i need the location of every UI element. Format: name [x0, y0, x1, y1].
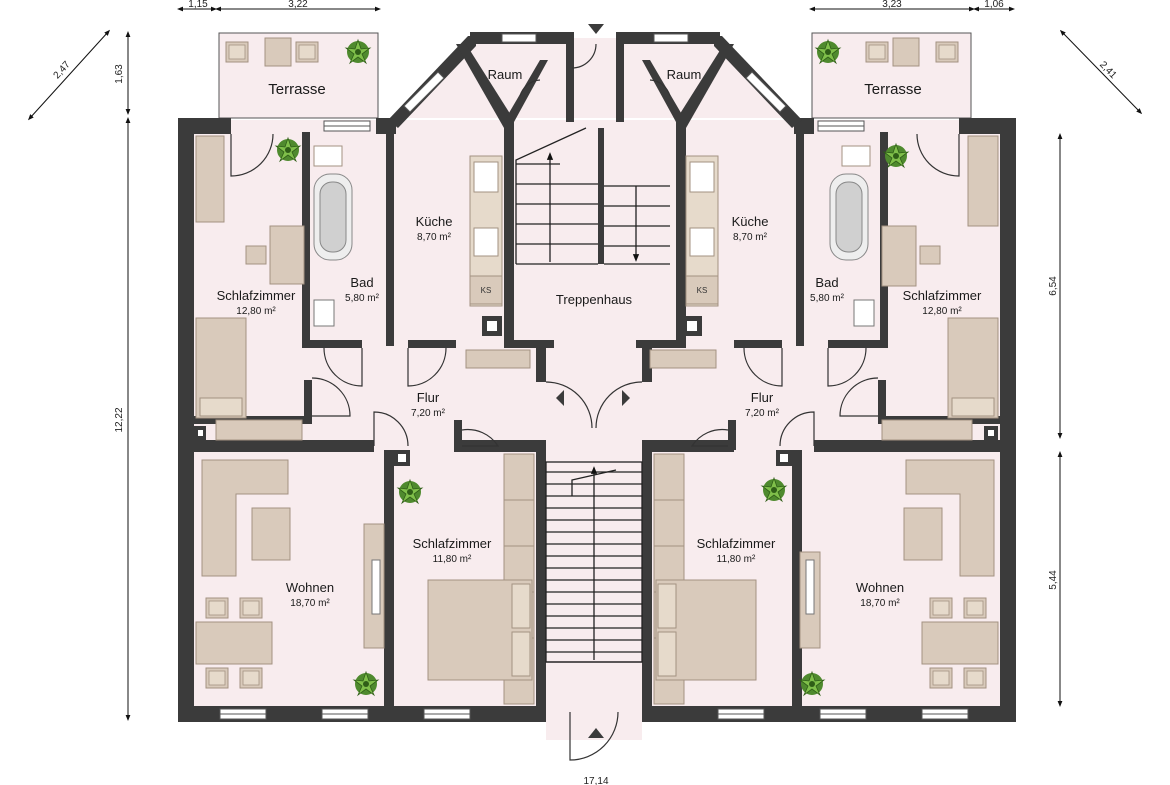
kueche-left-area: 8,70 m²	[417, 232, 452, 243]
dim-left-total-height: 12,22	[114, 407, 125, 432]
raum-right-label: Raum	[667, 67, 702, 82]
schlaf-top-left-area: 12,80 m²	[236, 306, 276, 317]
treppenhaus-label: Treppenhaus	[556, 292, 633, 307]
dim-left-terrace-height: 1,63	[114, 64, 125, 84]
bad-right-label: Bad	[815, 275, 838, 290]
kueche-right-label: Küche	[732, 214, 769, 229]
doors	[230, 43, 960, 761]
dim-top-right-b: 1,06	[984, 0, 1004, 10]
dim-right-upper-height: 6,54	[1048, 276, 1059, 296]
dim-top-left-b: 3,22	[288, 0, 308, 10]
fridge-left-label: KS	[481, 286, 492, 295]
wohnen-left-label: Wohnen	[286, 580, 334, 595]
kueche-left-label: Küche	[416, 214, 453, 229]
flur-right-label: Flur	[751, 390, 774, 405]
bad-left-label: Bad	[350, 275, 373, 290]
shafts	[194, 316, 998, 466]
terrasse-left-label: Terrasse	[268, 81, 326, 98]
flur-left-area: 7,20 m²	[411, 408, 446, 419]
schlaf-bot-left-label: Schlafzimmer	[413, 536, 492, 551]
wohnen-right-area: 18,70 m²	[860, 598, 900, 609]
dim-diag-right: 2,41	[1097, 59, 1119, 81]
kueche-right-area: 8,70 m²	[733, 232, 768, 243]
dim-bottom-total-width: 17,14	[583, 776, 608, 785]
bad-left-area: 5,80 m²	[345, 293, 380, 304]
dim-top-right-a: 3,23	[882, 0, 902, 10]
dim-top-left-a: 1,15	[188, 0, 208, 10]
labels: Terrasse Terrasse Raum Raum Küche 8,70 m…	[52, 0, 1119, 785]
fridge-right-label: KS	[697, 286, 708, 295]
windows	[219, 33, 969, 720]
dim-diag-left: 2,47	[52, 59, 73, 81]
wohnen-right-label: Wohnen	[856, 580, 904, 595]
terrasse-right-label: Terrasse	[864, 81, 922, 98]
raum-left-label: Raum	[488, 67, 523, 82]
wohnen-left-area: 18,70 m²	[290, 598, 330, 609]
schlaf-top-right-label: Schlafzimmer	[903, 288, 982, 303]
schlaf-bot-right-label: Schlafzimmer	[697, 536, 776, 551]
stairs	[515, 127, 670, 663]
flur-right-area: 7,20 m²	[745, 408, 780, 419]
bad-right-area: 5,80 m²	[810, 293, 845, 304]
dimension-lines	[27, 6, 1143, 721]
schlaf-top-right-area: 12,80 m²	[922, 306, 962, 317]
dim-right-lower-height: 5,44	[1048, 570, 1059, 590]
flur-left-label: Flur	[417, 390, 440, 405]
entrance-markers	[556, 24, 630, 738]
furniture	[195, 37, 999, 705]
schlaf-bot-right-area: 11,80 m²	[717, 554, 756, 565]
schlaf-bot-left-area: 11,80 m²	[433, 554, 472, 565]
schlaf-top-left-label: Schlafzimmer	[217, 288, 296, 303]
